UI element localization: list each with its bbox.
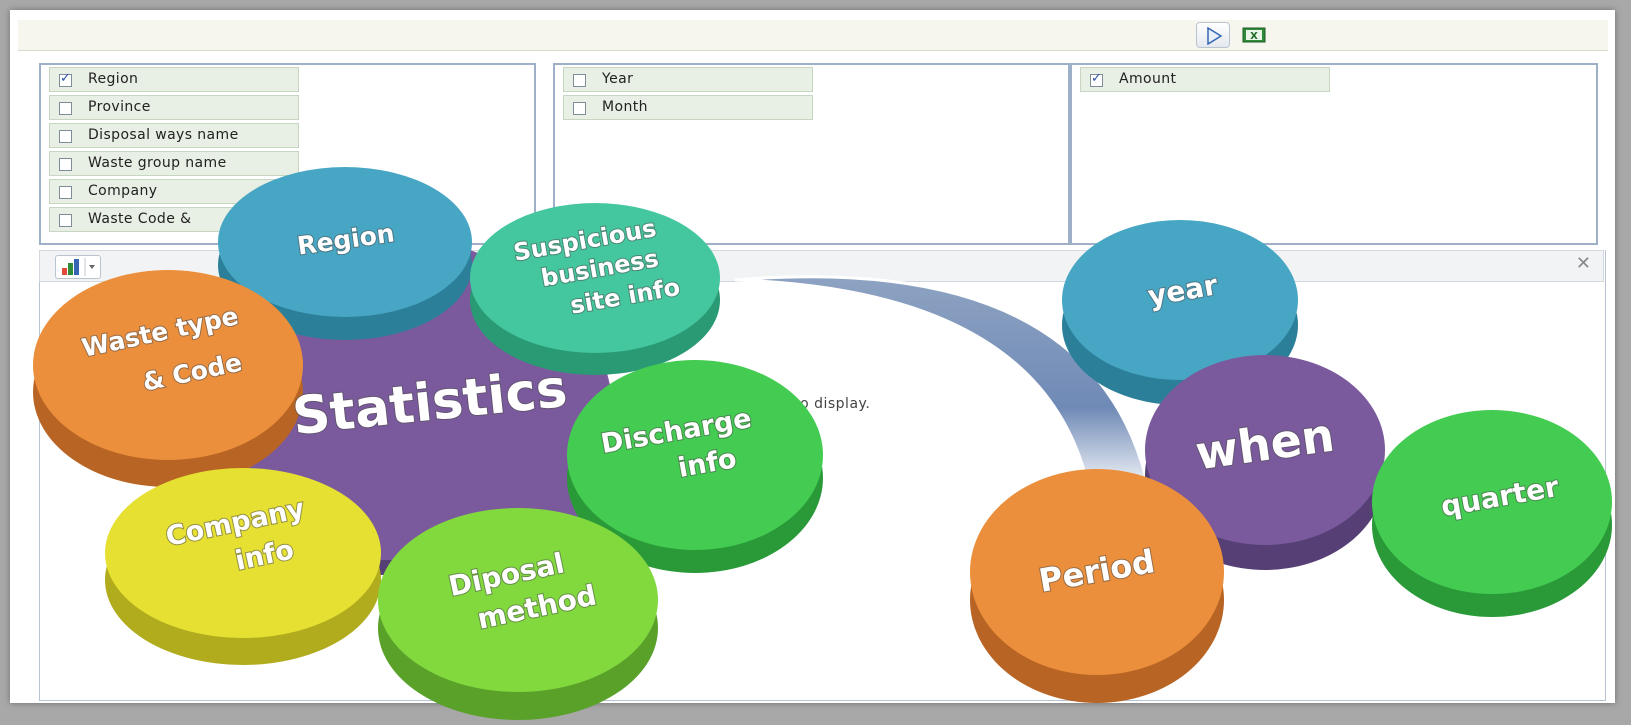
field-label: Disposal ways name [88, 127, 239, 143]
field-year[interactable]: Year [563, 67, 813, 92]
field-label: Month [602, 99, 648, 115]
field-label: Amount [1119, 71, 1177, 87]
field-label: Company [88, 183, 158, 199]
month-checkbox[interactable] [573, 102, 586, 115]
waste-code-checkbox[interactable] [59, 214, 72, 227]
close-chart-button[interactable]: ✕ [1575, 253, 1591, 274]
when-label: when [1192, 408, 1337, 481]
excel-export-icon: X [1242, 27, 1266, 43]
play-triangle-icon [1207, 27, 1223, 45]
field-waste-group-name[interactable]: Waste group name [49, 151, 299, 176]
top-toolbar: X [18, 20, 1608, 51]
year-disk [1062, 220, 1298, 380]
period-disk [970, 469, 1224, 675]
bar-chart-icon [62, 258, 95, 276]
values-pane: Amount [1070, 63, 1598, 245]
run-button[interactable] [1196, 22, 1230, 48]
region-checkbox[interactable] [59, 71, 72, 87]
svg-text:X: X [1250, 31, 1258, 42]
field-province[interactable]: Province [49, 95, 299, 120]
waste-group-checkbox[interactable] [59, 158, 72, 171]
company-disk [105, 468, 381, 638]
diposal-disk [378, 508, 658, 692]
when-disk [1145, 355, 1385, 545]
region-disk [218, 167, 472, 317]
field-label: Year [602, 71, 634, 87]
excel-export-button[interactable]: X [1234, 22, 1268, 48]
field-amount[interactable]: Amount [1080, 67, 1330, 92]
field-month[interactable]: Month [563, 95, 813, 120]
waste-type-disk [33, 270, 303, 460]
field-label: Region [88, 71, 139, 87]
disposal-ways-checkbox[interactable] [59, 130, 72, 143]
field-label: Province [88, 99, 151, 115]
company-checkbox[interactable] [59, 186, 72, 199]
discharge-disk [567, 360, 823, 550]
province-checkbox[interactable] [59, 102, 72, 115]
suspicious-disk [470, 203, 720, 353]
chart-type-button[interactable] [55, 255, 101, 279]
year-checkbox[interactable] [573, 74, 586, 87]
field-label: Waste group name [88, 155, 227, 171]
amount-checkbox[interactable] [1090, 71, 1103, 87]
field-disposal-ways-name[interactable]: Disposal ways name [49, 123, 299, 148]
field-label: Waste Code & [88, 211, 192, 227]
field-region[interactable]: Region [49, 67, 299, 92]
quarter-disk [1372, 410, 1612, 594]
